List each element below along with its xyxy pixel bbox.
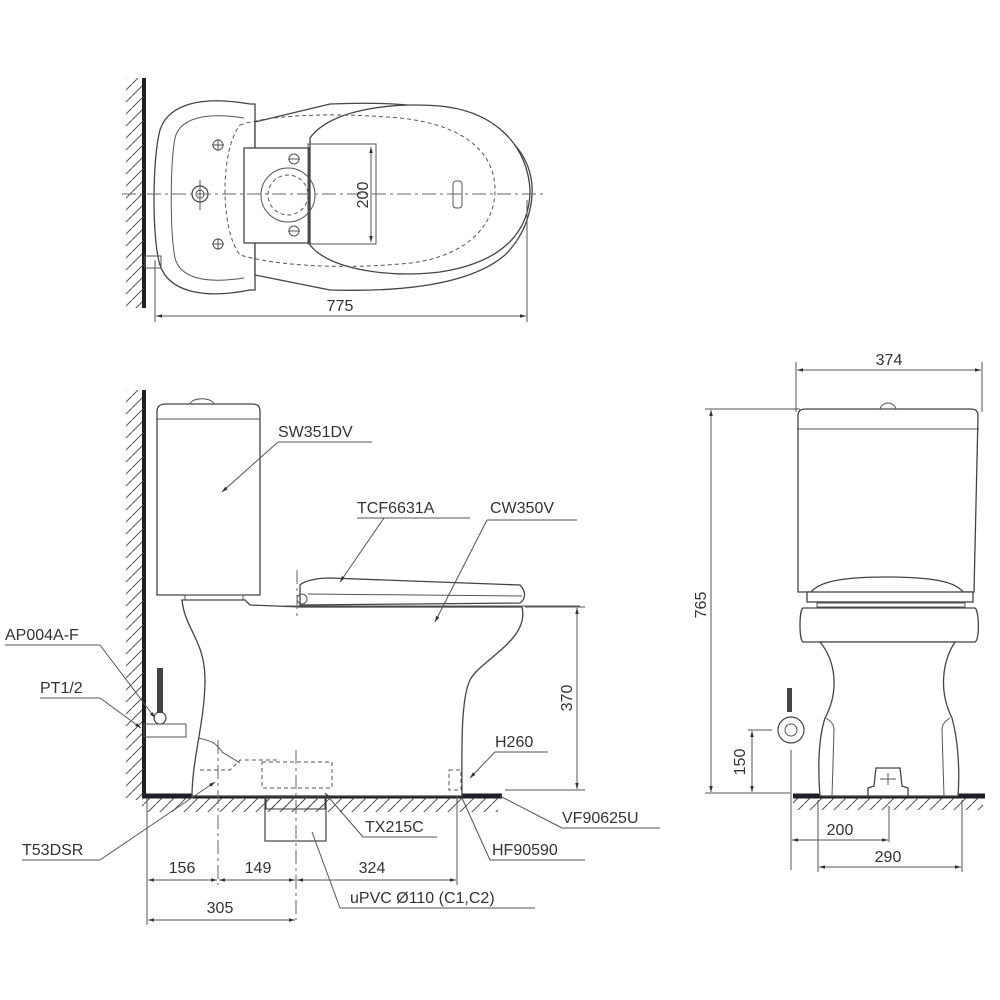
label-tank: SW351DV xyxy=(278,424,353,441)
tank-base xyxy=(184,594,244,601)
seat-line xyxy=(307,593,523,597)
label-stop-valve: AP004A-F xyxy=(5,627,79,644)
bowl-side xyxy=(181,599,524,797)
dim-seat-height: 370 xyxy=(559,685,576,712)
bowl-hidden-outline xyxy=(224,114,496,267)
trap-inlet xyxy=(197,737,241,764)
bowl-leader xyxy=(434,519,488,623)
valve-leader xyxy=(99,644,156,719)
supply-stub xyxy=(144,255,162,269)
dim-overall-height: 765 xyxy=(693,592,710,619)
label-drain-pipe: uPVC Ø110 (C1,C2) xyxy=(350,890,495,907)
front-flush-button xyxy=(879,402,897,410)
label-cap: VF90625U xyxy=(562,810,639,827)
label-bolt-set: HF90590 xyxy=(492,842,558,859)
dim-supply-offset: 200 xyxy=(827,822,854,839)
thread-leader xyxy=(99,697,142,729)
pipe-leader xyxy=(311,831,341,909)
drain-circle-outer xyxy=(260,167,316,223)
valve-body xyxy=(143,723,187,738)
label-bowl: CW350V xyxy=(490,500,554,517)
dim-overall-length: 775 xyxy=(327,298,354,315)
flush-button xyxy=(189,398,215,405)
seat-lid-outline xyxy=(309,104,531,275)
label-flex-hose: T53DSR xyxy=(22,842,83,859)
label-flange: TX215C xyxy=(365,819,424,836)
dim-supply-height: 150 xyxy=(732,749,749,776)
valve-knob xyxy=(153,711,167,725)
front-seat-ring xyxy=(806,591,974,603)
label-thread: PT1/2 xyxy=(40,680,83,697)
flange-leader xyxy=(324,792,364,838)
dim-base-width: 290 xyxy=(875,849,902,866)
front-supply-hose xyxy=(787,688,792,712)
side-view: SW351DV TCF6631A CW350V AP004A-F PT1/2 T… xyxy=(5,390,660,925)
dim-tank-width: 374 xyxy=(876,352,903,369)
trap-hidden xyxy=(200,759,280,771)
boltset-leader xyxy=(461,797,491,861)
tank-side xyxy=(156,403,261,596)
seat-side xyxy=(299,577,526,606)
front-pedestal xyxy=(818,641,960,797)
label-bolt: H260 xyxy=(495,734,533,751)
hose-leader xyxy=(99,781,216,861)
dim-wall-to-supply: 156 xyxy=(169,860,196,877)
cap-leader xyxy=(499,795,563,829)
drain-circle-inner xyxy=(267,174,309,216)
dim-drain-to-bolt: 324 xyxy=(359,860,386,877)
flange-hidden xyxy=(261,761,333,789)
front-pedestal-right-inner xyxy=(941,717,951,797)
front-seat-bumpers xyxy=(816,602,966,608)
front-floor-hatch xyxy=(793,798,983,810)
front-valve-ring xyxy=(777,716,805,744)
dim-supply-to-drain: 149 xyxy=(245,860,272,877)
front-view: 374 765 150 200 290 xyxy=(693,352,985,872)
front-bowl-rim xyxy=(799,607,980,643)
tank-inner xyxy=(170,115,245,281)
supply-hose xyxy=(157,668,163,713)
seat-leader xyxy=(339,517,385,583)
tank-leader xyxy=(221,441,279,493)
bolt-leader xyxy=(469,751,496,779)
front-pedestal-left-inner xyxy=(825,717,835,797)
top-view: 200 775 xyxy=(122,78,545,322)
bolt-cap-hidden xyxy=(448,769,462,791)
dim-wall-to-drain: 305 xyxy=(207,900,234,917)
hinge-plate xyxy=(243,147,310,244)
label-seat: TCF6631A xyxy=(357,500,435,517)
side-wall-hatch xyxy=(126,390,142,800)
wall-hatch xyxy=(126,78,142,308)
tank-outline xyxy=(153,100,256,295)
front-tank xyxy=(797,408,979,593)
front-valve-knob xyxy=(784,723,798,737)
dim-seat-width: 200 xyxy=(355,182,372,209)
